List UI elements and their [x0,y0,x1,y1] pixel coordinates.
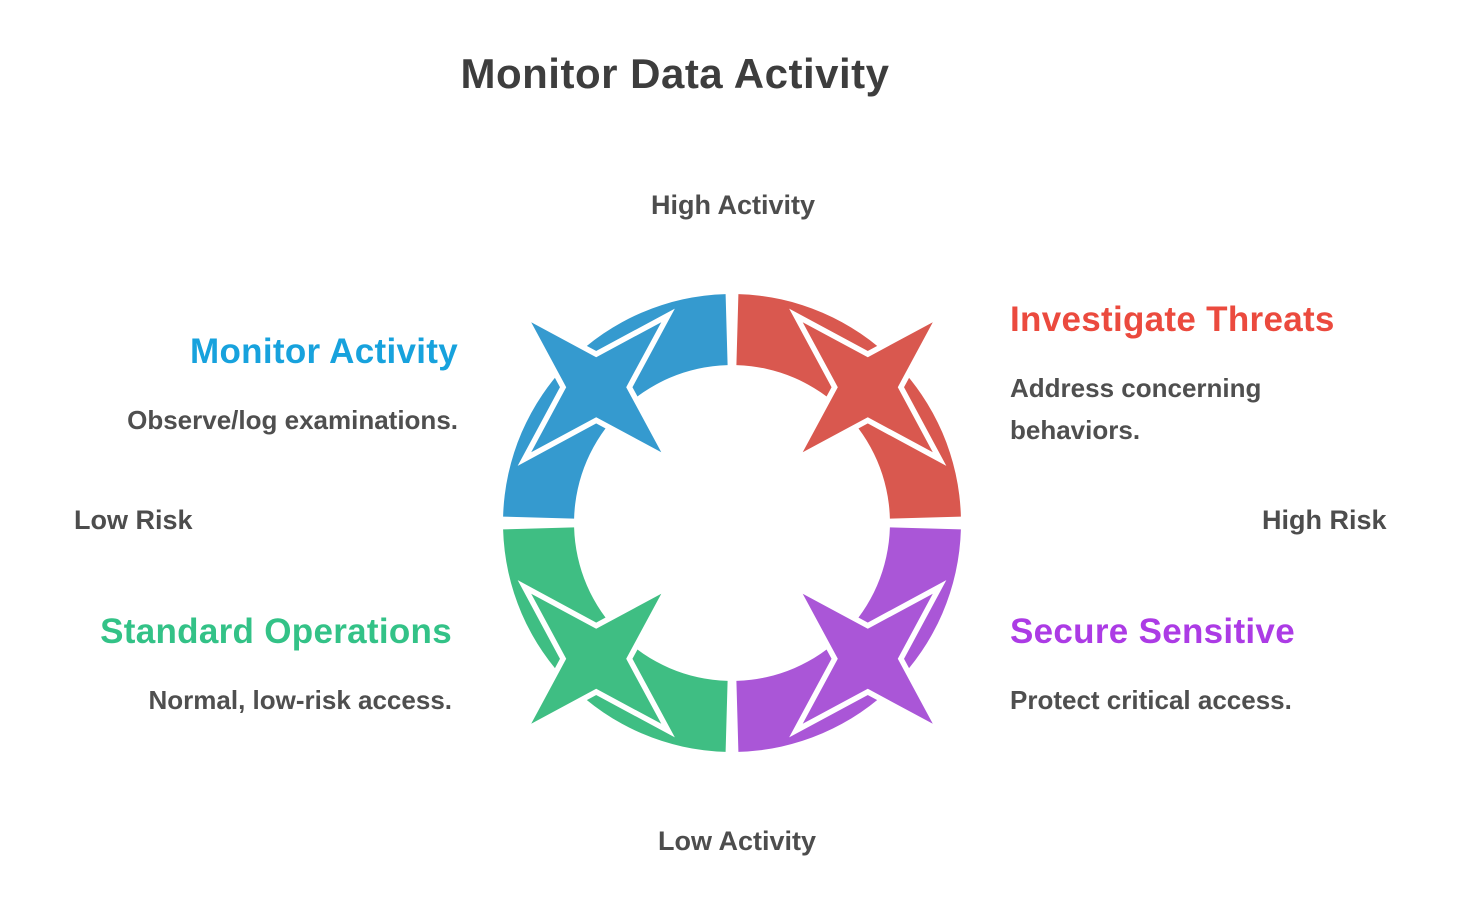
quadrant-monitor-activity: Monitor Activity Observe/log examination… [28,332,458,441]
quadrant-description-monitor-activity: Observe/log examinations. [127,405,458,435]
quadrant-standard-operations: Standard Operations Normal, low-risk acc… [22,612,452,721]
quadrant-title-secure-sensitive: Secure Sensitive [1010,612,1295,651]
quadrant-investigate-threats: Investigate Threats Address concerning b… [1010,300,1370,451]
axis-label-low-risk: Low Risk [74,505,193,535]
axis-label-low-activity: Low Activity [657,826,817,856]
arrow-star-secure-sensitive [789,580,947,738]
arrow-star-investigate-threats [789,308,947,466]
arrow-star-monitor-activity [517,308,675,466]
page-title: Monitor Data Activity [460,50,890,97]
axis-label-high-risk: High Risk [1262,505,1387,535]
quadrant-description-investigate-threats: Address concerning behaviors. [1010,373,1262,445]
arrow-star-standard-operations [517,580,675,738]
quadrant-title-investigate-threats: Investigate Threats [1010,300,1335,339]
quadrant-title-monitor-activity: Monitor Activity [190,332,458,371]
quadrant-title-standard-operations: Standard Operations [100,612,452,651]
quadrant-description-standard-operations: Normal, low-risk access. [148,685,452,715]
quadrant-description-secure-sensitive: Protect critical access. [1010,685,1292,715]
quadrant-secure-sensitive: Secure Sensitive Protect critical access… [1010,612,1390,721]
axis-label-high-activity: High Activity [650,190,816,220]
